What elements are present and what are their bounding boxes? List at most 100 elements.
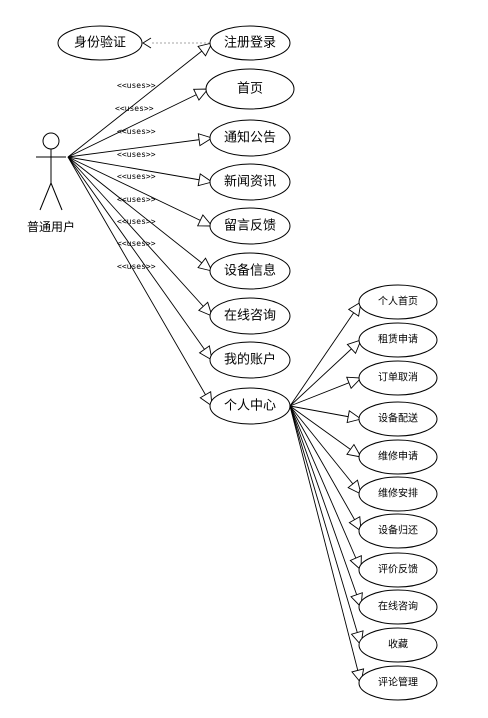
association-line bbox=[67, 156, 213, 272]
sub-association-line bbox=[289, 405, 362, 608]
use-case-sub-label: 设备归还 bbox=[378, 524, 418, 537]
use-case-sub: 在线咨询 bbox=[358, 589, 438, 625]
sub-association-arrowhead bbox=[347, 479, 362, 495]
use-case-sub-label: 评论管理 bbox=[378, 676, 418, 689]
use-case-sub-shape bbox=[358, 513, 438, 549]
use-case-main-label: 我的账户 bbox=[224, 352, 276, 368]
use-case-main-shape bbox=[209, 207, 291, 245]
actor-ordinary-user: 普通用户 bbox=[27, 132, 75, 234]
stereotype-label: <<uses>> bbox=[117, 81, 156, 90]
use-case-main-label: 设备信息 bbox=[224, 263, 276, 279]
dependency-arrowhead bbox=[142, 37, 152, 49]
use-case-sub-label: 收藏 bbox=[388, 638, 408, 651]
use-case-main-shape bbox=[209, 163, 291, 201]
use-case-sub-label: 维修安排 bbox=[378, 487, 418, 500]
sub-association-line bbox=[289, 405, 362, 646]
sub-association-line bbox=[289, 405, 362, 495]
associations: <<uses>> <<uses>> <<uses>> <<uses>> <<uses>>… bbox=[67, 37, 365, 685]
use-case-sub: 设备配送 bbox=[358, 401, 438, 437]
use-case-main: 我的账户 bbox=[209, 341, 291, 379]
sub-association-line bbox=[289, 405, 362, 458]
use-case-main: 注册登录 bbox=[209, 25, 291, 61]
use-case-main: 新闻资讯 bbox=[209, 163, 291, 201]
use-case-sub-label: 评价反馈 bbox=[378, 563, 418, 576]
use-case-sub-shape bbox=[358, 552, 438, 588]
use-case-sub-shape bbox=[358, 401, 438, 437]
use-case-sub: 维修安排 bbox=[358, 476, 438, 512]
use-case-sub-shape bbox=[358, 627, 438, 663]
use-case-main-shape bbox=[205, 68, 295, 110]
use-case-sub-shape bbox=[358, 439, 438, 475]
association-line bbox=[67, 42, 213, 158]
stereotype-label: <<uses>> bbox=[117, 195, 156, 204]
association-arrowhead bbox=[198, 345, 213, 361]
use-case-main: 设备信息 bbox=[209, 252, 291, 290]
use-case-main-label: 首页 bbox=[237, 82, 263, 97]
use-case-main: 在线咨询 bbox=[209, 297, 291, 335]
association-arrowhead bbox=[198, 301, 213, 317]
association-line bbox=[67, 137, 213, 158]
sub-association-arrowhead bbox=[346, 443, 362, 458]
use-case-sub: 个人首页 bbox=[358, 284, 438, 320]
use-case-sub: 评价反馈 bbox=[358, 552, 438, 588]
sub-association-arrowhead bbox=[349, 554, 362, 571]
stereotype-label: <<uses>> bbox=[117, 150, 156, 159]
sub-association-line bbox=[289, 405, 362, 684]
use-case-sub-shape bbox=[358, 665, 438, 701]
sub-association-line bbox=[289, 405, 362, 532]
use-case-main-label: 新闻资讯 bbox=[224, 174, 276, 190]
association-line bbox=[67, 156, 213, 361]
use-case-sub-label: 设备配送 bbox=[378, 412, 418, 425]
use-case-sub-shape bbox=[358, 476, 438, 512]
use-case-sub-shape bbox=[358, 589, 438, 625]
use-case-main-label: 留言反馈 bbox=[224, 219, 276, 234]
use-case-main: 个人中心 bbox=[209, 387, 291, 425]
use-cases: 身份验证注册登录首页通知公告新闻资讯留言反馈设备信息在线咨询我的账户个人中心个人… bbox=[57, 25, 438, 701]
use-case-sub-shape bbox=[358, 322, 438, 358]
use-case-sub: 订单取消 bbox=[358, 360, 438, 396]
stereotype-label: <<uses>> bbox=[117, 217, 156, 226]
association-arrowhead bbox=[197, 173, 214, 187]
actor-label: 普通用户 bbox=[27, 219, 75, 234]
association-line bbox=[67, 156, 213, 317]
use-case-sub: 维修申请 bbox=[358, 439, 438, 475]
actor-right-leg bbox=[50, 182, 63, 211]
use-case-sub-label: 在线咨询 bbox=[378, 600, 418, 613]
use-case-sub-shape bbox=[358, 284, 438, 320]
use-case-identity-verification-label: 身份验证 bbox=[74, 35, 126, 51]
use-case-main-label: 在线咨询 bbox=[224, 309, 276, 324]
use-case-identity-verification-shape bbox=[57, 25, 143, 61]
stereotype-label: <<uses>> bbox=[117, 172, 156, 181]
association-arrowhead bbox=[197, 257, 213, 272]
use-case-main: 首页 bbox=[205, 68, 295, 110]
use-case-main-shape bbox=[209, 119, 291, 157]
use-case-sub-label: 租赁申请 bbox=[378, 333, 418, 346]
association-arrowhead bbox=[192, 88, 209, 101]
association-line bbox=[67, 156, 213, 407]
sub-association-arrowhead bbox=[346, 409, 363, 424]
use-case-sub: 设备归还 bbox=[358, 513, 438, 549]
use-case-identity-verification: 身份验证 bbox=[57, 25, 143, 61]
use-case-sub-label: 维修申请 bbox=[378, 450, 418, 463]
association-arrowhead bbox=[196, 214, 213, 227]
use-case-main-shape bbox=[209, 341, 291, 379]
association-arrowhead bbox=[197, 133, 214, 147]
association-line bbox=[67, 88, 209, 158]
sub-association-line bbox=[289, 339, 362, 407]
use-case-main-label: 注册登录 bbox=[224, 36, 276, 51]
use-case-sub: 评论管理 bbox=[358, 665, 438, 701]
association-arrowhead bbox=[197, 42, 213, 57]
use-case-sub: 收藏 bbox=[358, 627, 438, 663]
stereotype-label: <<uses>> bbox=[117, 239, 156, 248]
stereotype-label: <<uses>> bbox=[117, 127, 156, 136]
use-case-main-shape bbox=[209, 297, 291, 335]
use-case-main-shape bbox=[209, 252, 291, 290]
use-case-main: 留言反馈 bbox=[209, 207, 291, 245]
stereotype-label: <<uses>> bbox=[117, 262, 156, 271]
use-case-sub-label: 个人首页 bbox=[378, 295, 418, 308]
association-arrowhead bbox=[199, 391, 213, 407]
association-line bbox=[67, 156, 213, 183]
actor-head bbox=[42, 132, 60, 150]
sub-association-arrowhead bbox=[346, 376, 362, 390]
